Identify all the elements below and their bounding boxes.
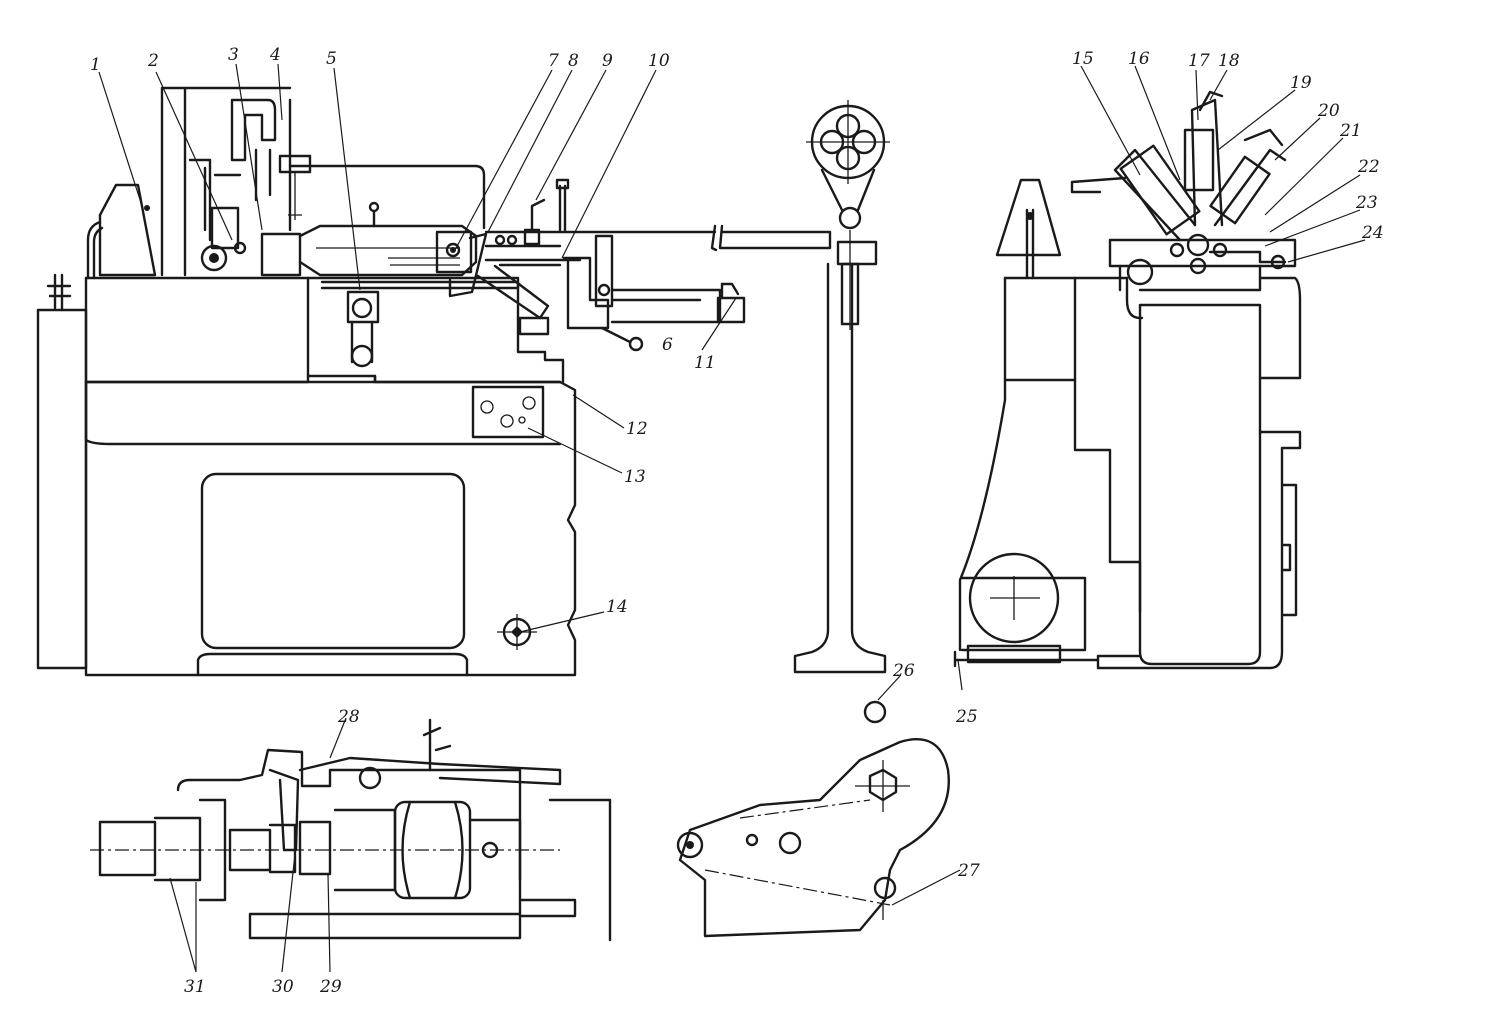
callout-21: 21 [1339, 121, 1362, 141]
callout-9: 9 [602, 51, 613, 71]
callout-25: 25 [955, 707, 978, 727]
callout-23: 23 [1355, 193, 1378, 213]
spindle-view [90, 718, 612, 942]
callout-19: 19 [1290, 73, 1312, 93]
callout-5: 5 [326, 49, 337, 69]
callout-22: 22 [1357, 157, 1380, 177]
callout-6: 6 [662, 335, 673, 355]
callout-26: 26 [892, 661, 915, 681]
callout-14: 14 [606, 597, 628, 617]
callout-15: 15 [1072, 49, 1094, 69]
callout-16: 16 [1128, 49, 1150, 69]
leader-lines [98, 63, 1366, 973]
cam-view [676, 700, 950, 938]
callout-3: 3 [228, 45, 239, 65]
callout-30: 30 [272, 977, 294, 997]
front-view [36, 86, 890, 677]
callout-18: 18 [1218, 51, 1240, 71]
callout-12: 12 [626, 419, 648, 439]
callout-29: 29 [319, 977, 342, 997]
callout-28: 28 [337, 707, 360, 727]
callout-20: 20 [1317, 101, 1340, 121]
callout-11: 11 [694, 353, 716, 373]
callout-4: 4 [269, 45, 281, 65]
callout-17: 17 [1188, 51, 1210, 71]
callout-labels: 1 2 3 4 5 7 8 9 10 6 11 12 13 14 15 16 1… [90, 45, 1384, 997]
callout-31: 31 [184, 977, 206, 997]
callout-10: 10 [648, 51, 670, 71]
callout-7: 7 [548, 51, 559, 71]
callout-24: 24 [1361, 223, 1384, 243]
callout-13: 13 [624, 467, 646, 487]
callout-2: 2 [147, 51, 159, 71]
callout-27: 27 [957, 861, 980, 881]
side-view [953, 90, 1302, 670]
callout-8: 8 [568, 51, 579, 71]
callout-1: 1 [90, 55, 101, 75]
